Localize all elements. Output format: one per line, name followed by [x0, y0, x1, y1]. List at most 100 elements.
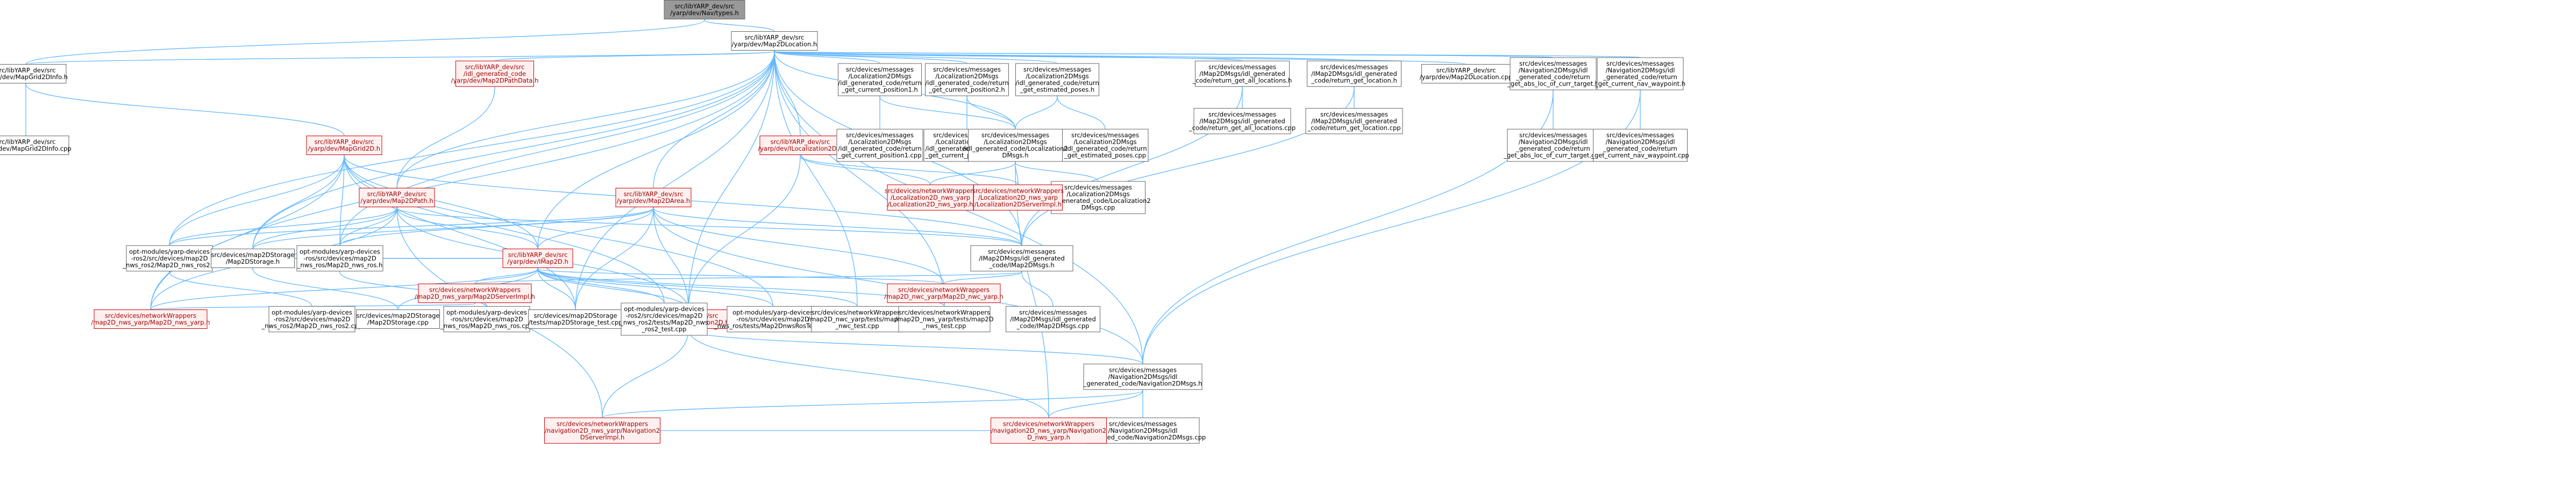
edge-imap2d-h-to-storage-test: [535, 264, 576, 310]
file-node-storage-h[interactable]: src/devices/map2DStorage/Map2DStorage.h: [211, 249, 295, 268]
file-node-map2dpath-h[interactable]: src/libYARP_dev/src/yarp/dev/Map2DPath.h: [359, 188, 435, 207]
file-node-nav2d-nws-yarp-h[interactable]: src/devices/networkWrappers/navigation2D…: [991, 417, 1107, 444]
file-node-imap2dmsgs-h[interactable]: src/devices/messages/IMap2DMsgs/idl_gene…: [970, 245, 1073, 272]
node-label-line: /Navigation2DMsgs/idl: [1108, 373, 1178, 381]
file-node-loc-curpos1-cpp[interactable]: src/devices/messages/Localization2DMsgs/…: [836, 129, 923, 162]
node-label-line: /yarp/dev/ILocalization2D.h: [758, 145, 842, 152]
file-node-nwc-test[interactable]: src/devices/networkWrappers/map2D_nwc_ya…: [808, 306, 907, 333]
node-label-line: /IMap2DMsgs/idl_generated: [1311, 117, 1397, 125]
file-node-loc-estposes-cpp[interactable]: src/devices/messages/Localization2DMsgs/…: [1062, 129, 1149, 162]
node-label-line: src/devices/messages: [1023, 66, 1091, 73]
node-label-line: /Navigation2DMsgs/idl: [1519, 67, 1588, 74]
file-node-mapgrid2d-h[interactable]: src/libYARP_dev/src/yarp/dev/MapGrid2D.h: [306, 136, 382, 155]
edge-map2darea-h-to-imap2dmsgs-h: [651, 203, 1022, 246]
edge-grid2dinfo-h-to-mapgrid2d-h: [23, 80, 345, 136]
node-label-line: _ros2_test.cpp: [642, 326, 687, 333]
file-node-map2dpathdata-h[interactable]: src/libYARP_dev/src/idl_generated_code/y…: [451, 60, 539, 87]
file-node-nav2dmsgs-cpp[interactable]: src/devices/messages/Navigation2DMsgs/id…: [1079, 417, 1206, 444]
file-node-nav-wp-cpp[interactable]: src/devices/messages/Navigation2DMsgs/id…: [1591, 129, 1689, 162]
file-node-imap2d-h[interactable]: src/libYARP_dev/src/yarp/dev/IMap2D.h: [502, 249, 573, 268]
file-node-map2d-nws-yarp-h[interactable]: src/devices/networkWrappers/map2D_nws_ya…: [91, 309, 210, 329]
node-label-line: /Localization2DServerImpl.h: [974, 200, 1062, 208]
file-node-storage-cpp[interactable]: src/devices/map2DStorage/Map2DStorage.cp…: [356, 309, 440, 329]
node-label-line: _nwc_test.cpp: [835, 322, 879, 329]
node-label-line: src/devices/networkWrappers: [1003, 420, 1094, 427]
node-label-line: _generated_code/Navigation2DMsgs.h: [1083, 379, 1202, 387]
node-label-line: src/devices/map2DStorage: [533, 312, 617, 320]
node-box: [296, 245, 383, 272]
file-node-map2d-nwc-yarp-h[interactable]: src/devices/networkWrappers/map2D_nwc_ya…: [884, 284, 1004, 303]
file-node-ros2-test[interactable]: opt-modules/yarp-devices-ros2/src/device…: [620, 302, 708, 336]
file-node-map2darea-h[interactable]: src/libYARP_dev/src/yarp/dev/Map2DArea.h: [615, 188, 692, 207]
node-box: [306, 136, 382, 155]
file-node-ros2-h[interactable]: opt-modules/yarp-devices-ros2/src/device…: [122, 245, 216, 272]
node-label-line: /navigation2D_nws_yarp/Navigation2: [991, 427, 1106, 434]
file-node-loc-curpos2-h[interactable]: src/devices/messages/Localization2DMsgs/…: [925, 63, 1009, 96]
file-node-map2dloc-cpp[interactable]: src/libYARP_dev/src/yarp/dev/Map2DLocati…: [1420, 64, 1512, 83]
node-label-line: /idl_generated_code/Localization2: [1045, 197, 1151, 205]
file-node-nav2dmsgs-h[interactable]: src/devices/messages/Navigation2DMsgs/id…: [1083, 363, 1202, 390]
file-node-nws-test[interactable]: src/devices/networkWrappers/map2D_nws_ya…: [895, 306, 994, 333]
node-box: [970, 245, 1073, 272]
file-node-map2d-getloc-h[interactable]: src/devices/messages/IMap2DMsgs/idl_gene…: [1307, 60, 1401, 87]
node-label-line: _get_current_nav_waypoint.cpp: [1591, 152, 1689, 159]
file-node-root[interactable]: src/libYARP_dev/src/yarp/dev/Nav/types.h: [664, 0, 745, 19]
node-label-line: opt-modules/yarp-devices: [446, 308, 527, 316]
file-node-storage-test[interactable]: src/devices/map2DStorage/tests/map2DStor…: [528, 309, 623, 329]
node-label-line: /yarp/dev/IMap2D.h: [507, 258, 568, 265]
node-label-line: /IMap2DMsgs/idl_generated: [1010, 315, 1096, 323]
file-node-ros-test[interactable]: opt-modules/yarp-devices-ros/src/devices…: [714, 306, 831, 333]
node-label-line: src/devices/messages: [1320, 63, 1388, 71]
node-label-line: /navigation2D_nws_yarp/Navigation2: [545, 427, 660, 434]
node-box: [887, 284, 1001, 303]
edge-iloc2d-h-to-loc2d-nws-yarp-h: [798, 151, 931, 185]
edge-imap2d-h-to-inav2d-h: [535, 264, 689, 310]
node-label-line: /IMap2DMsgs/idl_generated: [979, 255, 1065, 262]
file-node-map2d-server-h[interactable]: src/devices/networkWrappers/map2D_nws_ya…: [415, 284, 535, 303]
file-node-nav-wp-h[interactable]: src/devices/messages/Navigation2DMsgs/id…: [1595, 57, 1685, 90]
file-node-map2d-allloc-cpp[interactable]: src/devices/messages/IMap2DMsgs/idl_gene…: [1189, 108, 1296, 135]
edge-map2dloc-h-to-map2d-getloc-h: [771, 46, 1355, 61]
edge-map2darea-h-to-storage-test: [575, 203, 656, 310]
edge-imap2d-h-to-map2d-nwc-yarp-h: [535, 264, 944, 285]
file-node-nav-abs-cpp[interactable]: src/devices/messages/Navigation2DMsgs/id…: [1503, 129, 1603, 162]
node-label-line: _get_estimated_poses.h: [1020, 86, 1094, 94]
file-node-map2d-allloc-h[interactable]: src/devices/messages/IMap2DMsgs/idl_gene…: [1192, 60, 1292, 87]
file-node-grid2dinfo-cpp[interactable]: src/libYARP_dev/src/yarp/dev/MapGrid2DIn…: [0, 136, 72, 155]
edge-map2darea-h-to-inav2d-h: [651, 203, 689, 310]
node-label-line: src/libYARP_dev/src: [0, 67, 55, 74]
node-label-line: src/devices/map2DStorage: [356, 312, 439, 320]
edge-map2dloc-h-to-map2dpath-h: [396, 47, 777, 188]
file-node-nav-abs-h[interactable]: src/devices/messages/Navigation2DMsgs/id…: [1507, 57, 1599, 90]
file-node-ros-h[interactable]: opt-modules/yarp-devices-ros/src/devices…: [296, 245, 383, 272]
file-node-ros2-cpp[interactable]: opt-modules/yarp-devices-ros2/src/device…: [261, 306, 362, 333]
node-box: [211, 249, 295, 268]
node-label-line: DServerImpl.h: [580, 433, 625, 441]
edge-map2dloc-h-to-map2dloc-cpp: [771, 46, 1467, 65]
file-node-grid2dinfo-h[interactable]: src/libYARP_dev/src/yarp/dev/MapGrid2DIn…: [0, 64, 68, 83]
file-node-ros-cpp[interactable]: opt-modules/yarp-devices-ros/src/devices…: [440, 306, 533, 333]
file-node-loc2dmsgs-h[interactable]: src/devices/messages/Localization2DMsgs/…: [963, 129, 1068, 162]
node-box: [94, 309, 208, 329]
file-node-loc-estposes-h[interactable]: src/devices/messages/Localization2DMsgs/…: [1015, 63, 1099, 96]
node-label-line: /Navigation2DMsgs/idl: [1108, 427, 1178, 434]
edge-map2dloc-h-to-nwc-test: [772, 47, 858, 307]
node-box: [1421, 64, 1511, 83]
node-label-line: src/libYARP_dev/src: [508, 251, 568, 259]
node-box: [968, 129, 1063, 162]
file-node-loc2d-server-h[interactable]: src/devices/networkWrappers/Localization…: [972, 184, 1064, 211]
node-label-line: _code/IMap2DMsgs.cpp: [1016, 322, 1090, 329]
file-node-nav2d-server-h[interactable]: src/devices/networkWrappers/navigation2D…: [544, 417, 660, 444]
file-node-map2d-getloc-cpp[interactable]: src/devices/messages/IMap2DMsgs/idl_gene…: [1305, 108, 1403, 135]
edge-root-to-map2dloc-h: [702, 16, 775, 32]
file-node-map2dloc-h[interactable]: src/libYARP_dev/src/yarp/dev/Map2DLocati…: [731, 31, 818, 51]
node-label-line: opt-modules/yarp-devices: [272, 308, 352, 316]
edge-map2dloc-h-to-nav-wp-h: [771, 46, 1641, 58]
edge-map2dloc-h-to-map2d-nws-yarp-h: [150, 47, 777, 310]
file-node-imap2dmsgs-cpp[interactable]: src/devices/messages/IMap2DMsgs/idl_gene…: [1006, 306, 1100, 333]
file-node-loc-curpos1-h[interactable]: src/devices/messages/Localization2DMsgs/…: [838, 63, 922, 96]
node-label-line: _nws_ros/tests/Map2DnwsRosTest.cpp: [714, 322, 831, 329]
file-node-iloc2d-h[interactable]: src/libYARP_dev/src/yarp/dev/ILocalizati…: [758, 136, 843, 155]
node-box: [418, 284, 532, 303]
file-node-loc2d-nws-yarp-h[interactable]: src/devices/networkWrappers/Localization…: [885, 184, 976, 211]
